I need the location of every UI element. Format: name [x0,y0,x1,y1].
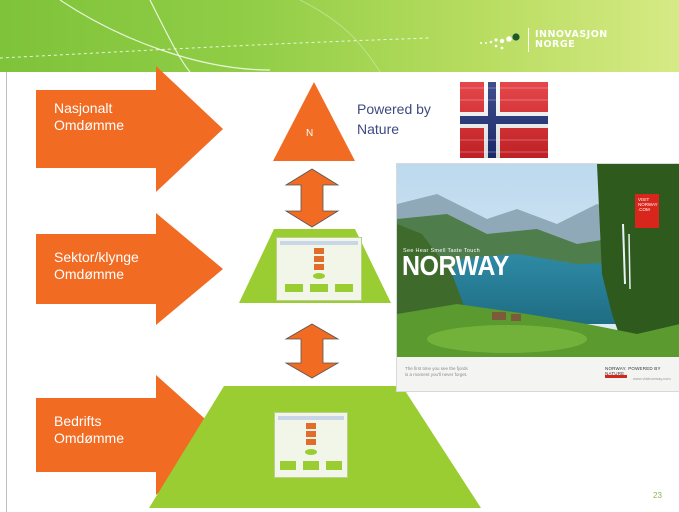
triangle-letter: N [306,128,314,139]
double-arrow-upper [284,168,340,228]
logo-line-1: INNOVASJON [535,29,608,40]
arrow-label-bedrifts: Bedrifts Omdømme [54,413,124,447]
visit-norway-poster: See Hear Smell Taste Touch NORWAY VISIT … [396,163,679,392]
arrow-nasjonalt [36,66,223,192]
poster-tagline: See Hear Smell Taste Touch [403,248,480,254]
middle-diagram-thumbnail [276,237,362,301]
logo-dots-icon [478,29,522,51]
poster-caption-left: The first time you see the fjords is a m… [405,366,468,378]
label-line-2: Omdømme [54,117,124,133]
label-line-2: Omdømme [54,266,124,282]
innovasjon-norge-logo: INNOVASJON NORGE [478,27,608,53]
poster-caption-right: NORWAY. POWERED BY NATURE [605,366,661,376]
fjord-photo: See Hear Smell Taste Touch NORWAY VISIT … [397,164,679,357]
label-line-1: Sektor/klynge [54,249,139,265]
header-banner: INNOVASJON NORGE [0,0,679,72]
banner-swooshes [0,0,431,72]
norway-flag-icon [460,82,548,158]
label-line-1: Bedrifts [54,413,102,429]
left-frame-line [6,72,7,512]
powered-line-2: Nature [357,121,400,137]
poster-title: NORWAY [402,250,509,282]
arrow-sektor [36,213,223,325]
pyramid-top-triangle [273,82,355,161]
label-line-2: Omdømme [54,430,124,446]
arrow-label-sektor: Sektor/klynge Omdømme [54,249,139,283]
powered-line-1: Powered by [357,101,431,117]
bottom-diagram-thumbnail [274,412,348,478]
label-line-1: Nasjonalt [54,100,113,116]
caption-line-1: The first time you see the fjords [405,366,468,371]
page-number: 23 [653,491,662,500]
logo-text: INNOVASJON NORGE [535,30,608,50]
arrow-label-nasjonalt: Nasjonalt Omdømme [54,100,124,134]
double-arrow-lower [284,323,340,379]
visit-norway-badge: VISIT NORWAY .COM [635,194,659,228]
powered-by-nature-text: Powered by Nature [357,99,431,139]
logo-line-2: NORGE [535,39,576,50]
logo-separator [528,28,529,52]
caption-line-2: is a moment you'll never forget. [405,372,468,377]
poster-red-line [605,375,627,378]
poster-url: www.visitnorway.com [633,376,671,381]
